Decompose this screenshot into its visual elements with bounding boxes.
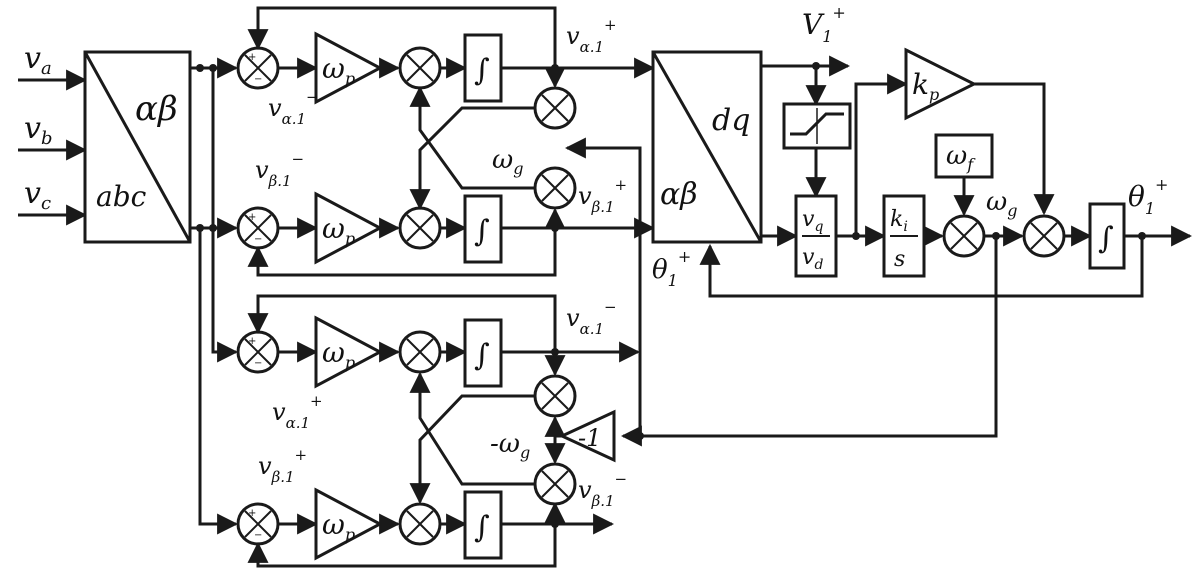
integrator-r1 bbox=[463, 33, 503, 103]
cross-wire-2 bbox=[409, 85, 535, 190]
label-theta-out: θ1+ bbox=[1128, 175, 1168, 218]
mult-r2 bbox=[398, 206, 442, 250]
park-bottom-label: αβ bbox=[660, 177, 698, 212]
label-v-alpha-plus-r3: vα.1+ bbox=[272, 392, 323, 432]
gain-wp-r4-label: ωp bbox=[322, 508, 355, 544]
coupling-mult-top-r3 bbox=[533, 374, 577, 418]
label-v-beta-minus: vβ.1− bbox=[578, 470, 627, 510]
svg-text:∫: ∫ bbox=[474, 338, 490, 373]
park-top-label: dq bbox=[712, 103, 750, 138]
label-v-beta-minus-r2: vβ.1− bbox=[255, 150, 304, 190]
mult-r3 bbox=[398, 330, 442, 374]
omega-f-label: ωf bbox=[946, 141, 976, 174]
sum-omega-f bbox=[942, 214, 986, 258]
svg-text:−: − bbox=[254, 234, 262, 245]
svg-text:∫: ∫ bbox=[1098, 221, 1114, 256]
input-vc: vc bbox=[24, 176, 51, 214]
clarke-diagonal bbox=[83, 51, 192, 243]
svg-text:−: − bbox=[254, 74, 262, 85]
coupling-mult-bot-r1 bbox=[533, 166, 577, 210]
cross-wire-4 bbox=[409, 371, 535, 486]
feedback-r4 bbox=[247, 524, 557, 568]
gain-wp-r1-label: ωp bbox=[322, 52, 355, 88]
gain-wp-r4 bbox=[314, 487, 384, 561]
mult-r1 bbox=[398, 46, 442, 90]
feedback-r1 bbox=[247, 6, 557, 68]
svg-text:∫: ∫ bbox=[474, 214, 490, 249]
coupling-mult-top-r1 bbox=[533, 86, 577, 130]
input-vb: vb bbox=[24, 111, 52, 149]
gain-wp-r2-label: ωp bbox=[322, 212, 355, 248]
kp-branch-wire bbox=[854, 73, 909, 236]
gain-neg-one-label: -1 bbox=[578, 424, 601, 452]
svg-text:−: − bbox=[254, 358, 262, 369]
clarke-bottom-label: abc bbox=[96, 180, 147, 213]
label-theta-park: θ1+ bbox=[652, 247, 691, 290]
ratio-denominator: vd bbox=[802, 245, 823, 273]
gain-wp-r3-label: ωp bbox=[322, 336, 355, 372]
ki-denominator: s bbox=[894, 247, 905, 272]
gain-kp-label: kp bbox=[912, 68, 939, 104]
coupling-mult-bot-r3 bbox=[533, 462, 577, 506]
svg-text:∫: ∫ bbox=[474, 510, 490, 545]
feedback-r2 bbox=[247, 228, 557, 277]
label-neg-omega-g: -ωg bbox=[490, 429, 530, 462]
gain-neg-one bbox=[558, 409, 616, 463]
theta-feedback-wire bbox=[699, 236, 1144, 298]
svg-text:+: + bbox=[248, 212, 256, 223]
gain-kp bbox=[904, 47, 978, 121]
omega-g-to-neg-wire bbox=[620, 236, 998, 447]
integrator-r3 bbox=[463, 318, 503, 388]
svg-text:−: − bbox=[254, 530, 262, 541]
integrator-r2 bbox=[463, 194, 503, 264]
sum-final bbox=[1022, 214, 1066, 258]
label-v-beta-plus: vβ.1+ bbox=[578, 176, 627, 216]
ratio-numerator: vq bbox=[802, 207, 823, 235]
svg-text:∫: ∫ bbox=[474, 53, 490, 88]
mult-r4 bbox=[398, 502, 442, 546]
park-diagonal bbox=[651, 51, 763, 243]
omega-g-feed-wire bbox=[564, 137, 642, 428]
feedback-r3 bbox=[247, 294, 557, 352]
gain-wp-r3 bbox=[314, 315, 384, 389]
label-v-alpha-minus-r1: vα.1− bbox=[268, 88, 319, 128]
svg-text:+: + bbox=[248, 52, 256, 63]
label-v-alpha-minus: vα.1− bbox=[566, 298, 617, 338]
label-omega-g: ωg bbox=[492, 145, 523, 178]
cross-wire-3 bbox=[409, 394, 535, 505]
input-va: va bbox=[24, 41, 52, 79]
gain-wp-r2 bbox=[314, 191, 384, 265]
beta-to-negseq-wire bbox=[198, 228, 239, 535]
cross-wire-1 bbox=[409, 106, 535, 211]
label-v-beta-plus-r4: vβ.1+ bbox=[258, 446, 307, 486]
label-v-alpha-plus: vα.1+ bbox=[566, 16, 617, 56]
node-alpha-1 bbox=[196, 64, 204, 72]
svg-text:+: + bbox=[248, 336, 256, 347]
clarke-top-label: αβ bbox=[135, 89, 178, 129]
ki-numerator: ki bbox=[890, 207, 908, 235]
limiter-curve bbox=[790, 112, 844, 136]
svg-text:+: + bbox=[248, 508, 256, 519]
gain-wp-r1 bbox=[314, 31, 384, 105]
label-omega-g-out: ωg bbox=[986, 187, 1017, 220]
alpha-to-negseq-wire bbox=[211, 68, 239, 363]
label-V1-plus: V1+ bbox=[802, 3, 846, 46]
